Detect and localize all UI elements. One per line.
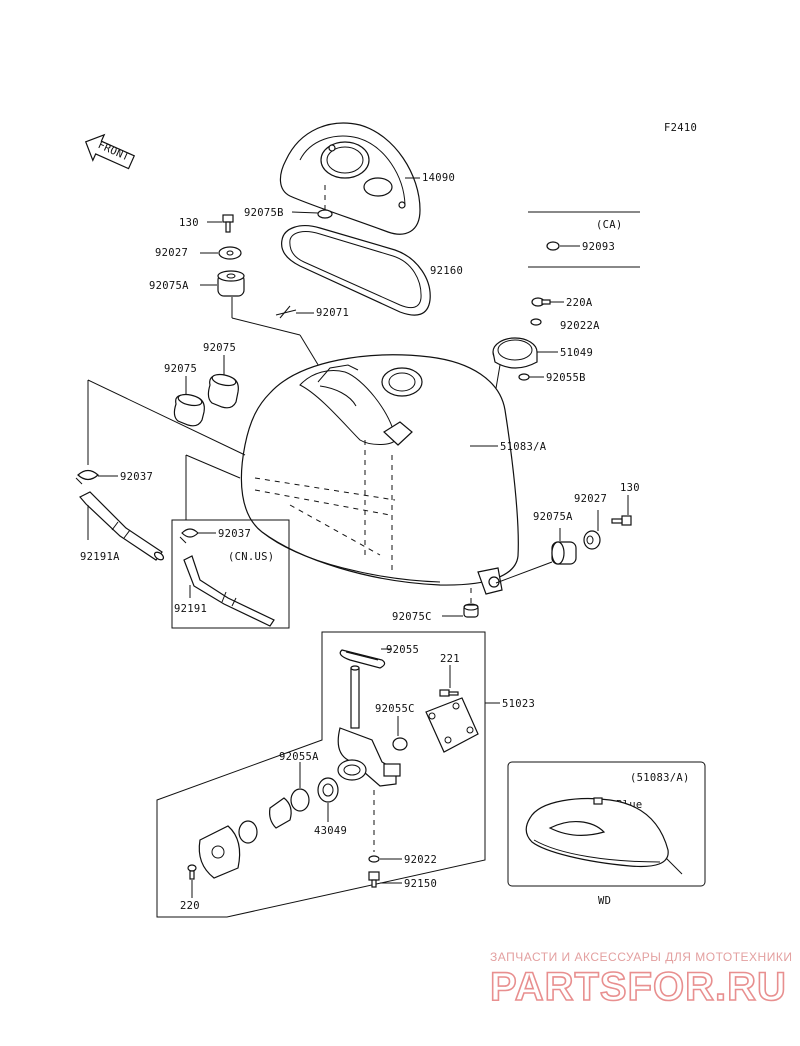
part-92191-hose [183,555,275,627]
label-92075-b: 92075 [164,363,197,375]
label-92093: 92093 [582,241,615,253]
label-14090: 14090 [422,172,455,184]
part-92027-right [583,530,601,550]
part-92027-top [218,246,242,260]
label-92055: 92055 [386,644,419,656]
tap-washer [238,820,258,844]
label-43049: 43049 [314,825,347,837]
part-92037-a [75,469,99,485]
part-130-top [222,214,234,233]
part-92075A-top [217,270,245,297]
part-51049-cap [492,337,538,369]
part-92055A [290,788,310,812]
label-92075B: 92075B [244,207,284,219]
watermark-logo: PARTSFOR.RU [490,965,787,1009]
gasket-92160 [281,225,431,316]
part-43049 [317,777,339,803]
fuel-tap-body [337,665,401,787]
label-51049: 51049 [560,347,593,359]
meter-cover [279,122,421,235]
part-92055B [518,373,530,381]
label-221: 221 [440,653,460,665]
part-92150 [368,871,380,888]
label-220: 220 [180,900,200,912]
label-92022A: 92022A [560,320,600,332]
part-92075-a [207,373,239,409]
part-220A [531,297,551,307]
label-92075A-right: 92075A [533,511,573,523]
label-92075C: 92075C [392,611,432,623]
tap-lever-spacer [269,797,292,829]
part-92022A [530,318,542,326]
label-92055A: 92055A [279,751,319,763]
part-130-right [611,515,632,526]
note-cn-us: (CN.US) [228,551,274,563]
label-130-right: 130 [620,482,640,494]
label-92027-top: 92027 [155,247,188,259]
part-221 [439,689,459,697]
label-51083A: 51083/A [500,441,547,453]
label-92150: 92150 [404,878,437,890]
label-92075-a: 92075 [203,342,236,354]
part-92055 [339,649,386,669]
label-92075A-top: 92075A [149,280,189,292]
watermark-tagline: ЗАПЧАСТИ И АКСЕССУАРЫ ДЛЯ МОТОТЕХНИКИ [490,950,792,964]
label-130-top: 130 [179,217,199,229]
label-92160: 92160 [430,265,463,277]
part-92055C [392,737,408,751]
fuel-tank [240,354,519,595]
note-wd: WD [598,895,611,907]
note-ca: (CA) [596,219,623,231]
label-92037-a: 92037 [120,471,153,483]
label-92055B: 92055B [546,372,586,384]
front-arrow-icon [84,133,136,170]
label-51023: 51023 [502,698,535,710]
tap-assembly-frame [156,631,486,918]
part-92075A-right [551,541,577,565]
label-92022: 92022 [404,854,437,866]
part-92075B [317,209,333,219]
label-92071: 92071 [316,307,349,319]
figure-code: F2410 [664,122,697,134]
part-92037-b [179,528,199,544]
cn-us-box [171,519,290,629]
label-92191: 92191 [174,603,207,615]
part-92093 [546,241,560,251]
label-92027-right: 92027 [574,493,607,505]
label-220A: 220A [566,297,593,309]
label-92037-b: 92037 [218,528,251,540]
tap-mount-plate [198,825,241,879]
part-220 [187,864,197,880]
part-92071 [275,305,297,319]
wd-variant-box [507,761,706,887]
part-92075C [463,603,479,618]
part-92022 [368,855,380,863]
label-92055C: 92055C [375,703,415,715]
tap-cover-plate [425,697,479,753]
part-92075-b [173,393,205,427]
note-variant-ref: (51083/A) [630,772,690,784]
label-92191A: 92191A [80,551,120,563]
part-92191A-hose [79,491,165,561]
wd-tank-illustration [525,797,683,875]
